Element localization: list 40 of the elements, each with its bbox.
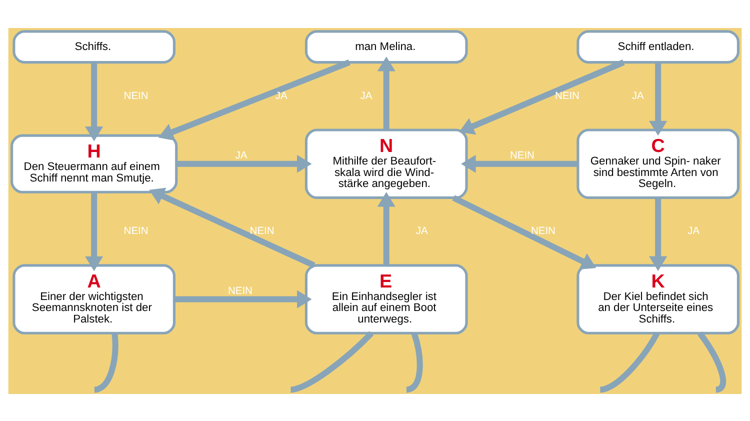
edge-label: NEIN	[554, 90, 580, 102]
edge-label: NEIN	[124, 226, 148, 237]
connector	[290, 330, 374, 392]
arrow	[649, 62, 668, 136]
edge-label: JA	[360, 90, 372, 102]
arrow	[649, 197, 668, 271]
arrow	[85, 192, 104, 271]
arrow	[459, 59, 625, 134]
arrow	[174, 290, 312, 308]
edge-label: NEIN	[124, 90, 148, 102]
node-box: Schiffs.	[12, 30, 176, 64]
edge-label: JA	[235, 150, 248, 161]
node-box: K Der Kiel befindet sich an der Unterseite eines Schiffs.	[576, 264, 740, 334]
arrow	[377, 192, 396, 265]
node-box: man Melina.	[304, 30, 468, 64]
edge-label: NEIN	[530, 226, 556, 237]
edge-label: JA	[688, 226, 700, 237]
edge-label: NEIN	[510, 150, 534, 161]
arrow	[85, 62, 104, 141]
connector	[94, 332, 118, 392]
node-box: E Ein Einhandsegler ist allein auf einem Boot unterwegs.	[304, 264, 468, 334]
edge-label: NEIN	[250, 226, 274, 237]
node-box: H Den Steuermann auf einem Schiff nennt man Smutje.	[10, 134, 178, 193]
arrow	[461, 154, 578, 172]
edge-label: JA	[632, 90, 644, 102]
node-box: Schiff entladen.	[576, 30, 740, 64]
connector	[600, 331, 660, 392]
edge-label: NEIN	[228, 285, 252, 296]
edge-label: JA	[416, 226, 428, 237]
arrow	[149, 187, 316, 268]
arrow	[452, 194, 596, 270]
arrow	[176, 154, 312, 172]
arrow	[158, 59, 350, 140]
node-box: C Gennaker und Spin- naker sind bestimmte Arten von Segeln.	[576, 128, 740, 198]
node-box: A Einer der wichtigsten Seemannsknoten ist der Palstek.	[12, 264, 176, 334]
connector	[406, 332, 423, 392]
arrow	[377, 56, 396, 130]
edge-label: JA	[275, 90, 288, 102]
node-box: N Mithilfe der Beaufort- skala wird die Wind- stärke angegeben.	[304, 128, 468, 198]
connector	[697, 331, 726, 392]
